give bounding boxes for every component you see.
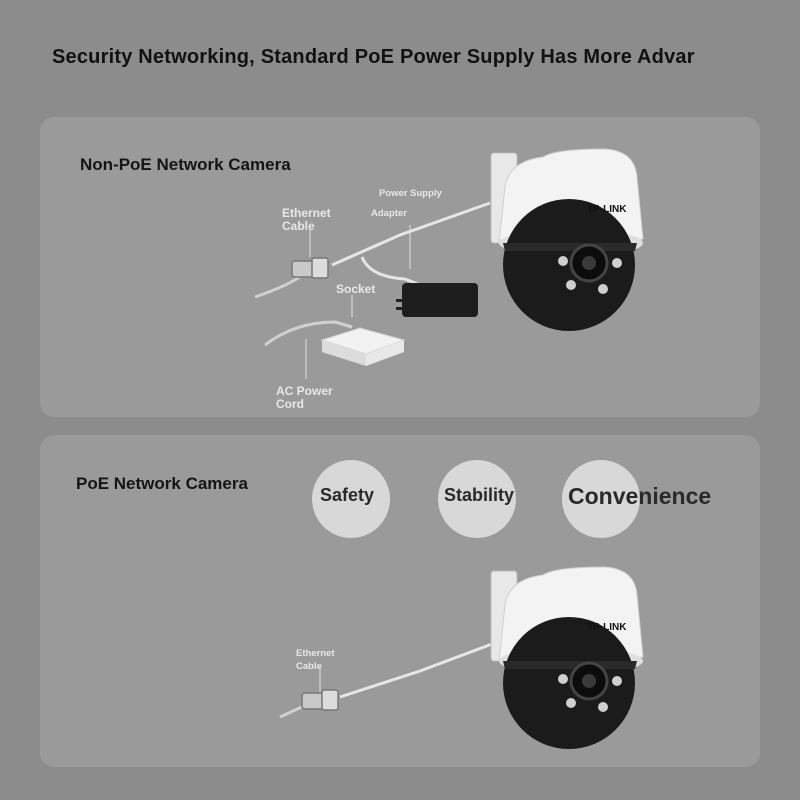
non-poe-panel: Non-PoE Network Camera Ethernet Cable Po… [40,117,760,417]
camera-icon [490,148,644,331]
ethernet-plug-icon [301,689,339,711]
benefit-safety-label: Safety [320,485,375,505]
camera-icon [490,566,644,749]
ac-power-cord-label: AC Power Cord [276,384,333,411]
camera-brand-label: TP-LINK [587,622,627,633]
non-poe-title: Non-PoE Network Camera [80,155,291,174]
ethernet-cable-label: Ethernet Cable [282,206,331,233]
socket-label: Socket [336,282,376,296]
adapter-label: Adapter [371,208,407,219]
ethernet-cable-label: Ethernet Cable [296,648,335,672]
benefit-convenience-badge [562,460,640,538]
camera-brand-label: TP-LINK [587,204,627,215]
power-supply-label: Power Supply [379,188,442,199]
benefit-convenience-label: Convenience [568,483,712,509]
poe-panel: PoE Network Camera Safety Stability Conv… [40,435,760,767]
poe-title: PoE Network Camera [76,474,248,493]
power-adapter-icon [396,283,478,317]
page-title: Security Networking, Standard PoE Power … [52,46,695,68]
wall-socket-icon [320,327,406,366]
ethernet-plug-icon [291,257,329,279]
benefit-stability-label: Stability [444,485,515,505]
benefit-stability-badge [438,460,516,538]
benefit-safety-badge [312,460,390,538]
